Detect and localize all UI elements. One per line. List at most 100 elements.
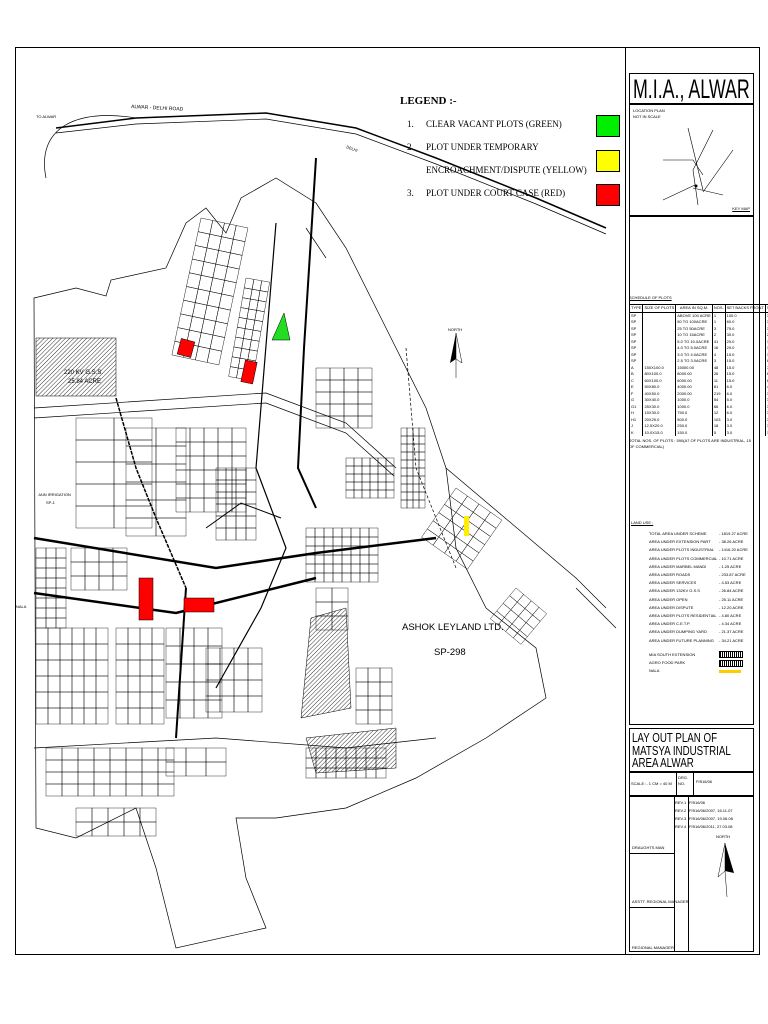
plot: [77, 783, 95, 797]
plot: [323, 563, 334, 574]
plot: [406, 427, 414, 437]
schedule-heading: SCHEDULE OF PLOTS: [629, 295, 672, 300]
plot: [341, 536, 352, 547]
plot-block: [75, 417, 153, 529]
plot: [151, 675, 165, 693]
plot: [71, 675, 85, 693]
schedule-cell: 150X100.0: [642, 364, 677, 371]
plot-block: [35, 547, 67, 629]
plot: [519, 622, 535, 637]
schedule-cell: SP: [628, 338, 644, 345]
location-plan-heading: LOCATION PLAN: [633, 108, 665, 113]
plot: [225, 467, 237, 481]
plot: [375, 767, 387, 779]
plot: [412, 467, 420, 477]
plot: [84, 575, 100, 591]
north-arrow-icon: [717, 842, 734, 898]
plot: [83, 675, 97, 693]
schedule-cell: 100.0: [724, 312, 766, 319]
plot: [400, 451, 408, 461]
schedule-cell: 25 TO 50ACRE: [675, 325, 713, 332]
schedule-cell: 40X50.0: [642, 390, 677, 397]
plot: [55, 617, 67, 629]
plot: [251, 329, 262, 342]
delhi-label: DELHI: [346, 144, 359, 153]
revision-label: REV.4: [675, 824, 687, 829]
land-use-key-label: NALA: [649, 668, 660, 674]
plot: [77, 771, 95, 785]
plot: [55, 577, 67, 589]
plot: [350, 572, 361, 583]
schedule-column-header: SIZE OF PLOTS: [642, 304, 677, 313]
plot: [369, 489, 379, 499]
schedule-cell: 5: [711, 429, 726, 436]
plot: [109, 759, 127, 773]
schedule-cell: 30.0: [764, 319, 768, 326]
plot: [139, 807, 157, 823]
plot: [524, 600, 540, 616]
plot: [231, 469, 247, 485]
plot: [233, 663, 249, 681]
plot: [127, 691, 141, 709]
plot: [505, 623, 520, 639]
schedule-column-header: NOS.: [711, 304, 726, 313]
plot: [35, 547, 47, 559]
plot: [345, 457, 355, 467]
schedule-cell: 6.0: [764, 371, 768, 378]
drawing-title: M.I.A., ALWAR: [632, 74, 750, 104]
schedule-cell: 6.0: [764, 377, 768, 384]
schedule-cell: H: [628, 410, 644, 417]
plot: [55, 607, 67, 619]
plot: [252, 319, 263, 332]
plot: [233, 679, 249, 697]
schedule-cell: 20.0: [764, 332, 768, 339]
plot: [193, 627, 209, 647]
plot: [444, 495, 463, 513]
land-use-label: AREA UNDER DISPUTE: [649, 604, 694, 610]
plot: [45, 547, 57, 559]
schedule-cell: 15.0: [764, 338, 768, 345]
plot: [412, 483, 420, 493]
plot-block: [421, 487, 503, 570]
ashok-sp-label: SP-298: [434, 647, 466, 658]
plot: [185, 761, 207, 777]
schedule-cell: [642, 325, 677, 332]
plot: [141, 783, 159, 797]
plot: [127, 707, 141, 725]
plot: [355, 709, 369, 725]
plot: [35, 627, 49, 645]
plot-block: [45, 747, 175, 797]
plot: [35, 577, 47, 589]
road-label: ALWAR - DELHI ROAD: [131, 104, 184, 113]
schedule-cell: [642, 332, 677, 339]
to-alwar-label: TO ALWAR: [36, 114, 56, 119]
land-use-key: NALA: [631, 667, 754, 675]
plot: [217, 483, 233, 499]
plot: [357, 415, 373, 429]
schedule-cell: 3.0: [764, 403, 768, 410]
plot: [305, 536, 316, 547]
schedule-cell: 3.0: [764, 397, 768, 404]
plot: [350, 527, 361, 538]
schedule-cell: 3.0: [764, 416, 768, 423]
plot: [432, 512, 451, 530]
plot: [71, 707, 85, 725]
plot: [427, 520, 445, 538]
plot: [189, 441, 205, 457]
plot: [461, 495, 480, 513]
hatched-area: [35, 337, 117, 397]
plot: [35, 675, 49, 693]
plot: [406, 491, 414, 501]
schedule-cell: 1.5: [764, 429, 768, 436]
plot: [379, 667, 393, 683]
revision-label: REV.3: [675, 816, 687, 821]
plot: [418, 499, 426, 509]
plot: [215, 527, 227, 541]
plot: [83, 643, 97, 661]
plot: [55, 547, 67, 559]
plot: [368, 527, 379, 538]
plot: [329, 391, 345, 405]
plot: [355, 681, 369, 697]
plot: [247, 349, 258, 362]
